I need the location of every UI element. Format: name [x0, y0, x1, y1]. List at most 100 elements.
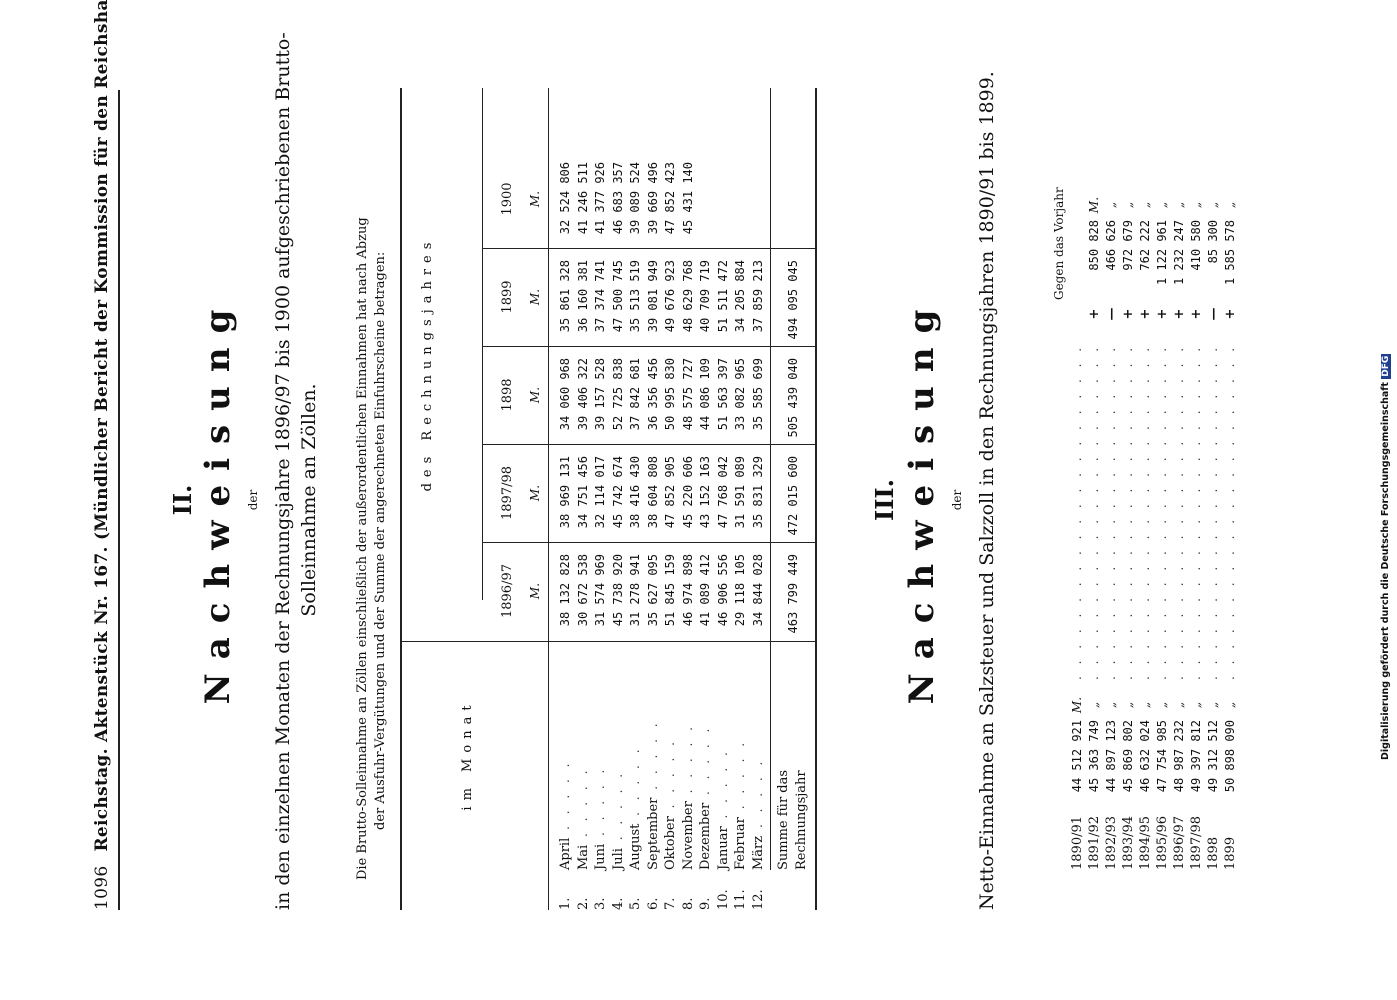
s3-change-5: 1 122 961: [1155, 220, 1169, 286]
unit-4: M.: [528, 190, 542, 208]
total-label-1: Summe für das: [776, 769, 791, 870]
cell-2-2: 39 157 528: [593, 358, 607, 431]
total-rule: [770, 88, 771, 870]
row-month-4: August . . . . .: [628, 650, 643, 870]
s3-dots-6: . . . . . . . . . . . . . . . . . . . . …: [1172, 340, 1186, 680]
month-name: Juli: [610, 848, 626, 870]
s3-dots-3: . . . . . . . . . . . . . . . . . . . . …: [1121, 340, 1135, 680]
cell-10-1: 31 591 089: [733, 456, 747, 529]
leader-dots: . . . . .: [628, 745, 642, 824]
s3-change-unit-4: „: [1138, 201, 1152, 209]
section2-intro-line1: Die Brutto-Solleinnahme an Zöllen einsch…: [355, 217, 370, 880]
year-header-0: 1896/97: [500, 564, 515, 619]
section2-subtitle-line1: in den einzelnen Monaten der Rechnungsja…: [272, 32, 294, 910]
year-col-rule-1: [482, 542, 815, 543]
cell-11-1: 35 831 329: [750, 456, 765, 529]
unit-0: M.: [528, 582, 542, 600]
s3-year-4: 1894/95: [1138, 815, 1153, 870]
cell-2-0: 31 574 969: [593, 554, 607, 627]
cell-3-3: 47 500 745: [610, 260, 625, 333]
year-header-1: 1897/98: [500, 466, 515, 521]
s3-value-6: 48 987 232: [1172, 720, 1186, 793]
s3-change-unit-8: „: [1206, 201, 1220, 209]
cell-6-4: 47 852 423: [663, 162, 677, 235]
s3-unit-0: M.: [1070, 696, 1084, 714]
s3-year-5: 1895/96: [1155, 815, 1170, 870]
row-index-3: 4.: [610, 897, 626, 910]
s3-unit-4: „: [1138, 701, 1152, 709]
row-index-5: 6.: [645, 897, 661, 910]
s3-dots-1: . . . . . . . . . . . . . . . . . . . . …: [1087, 340, 1101, 680]
s3-unit-1: „: [1087, 701, 1101, 709]
total-0: 463 799 449: [786, 554, 800, 634]
leader-dots: . . . . .: [593, 765, 607, 844]
s3-change-unit-5: „: [1155, 201, 1169, 209]
s3-value-7: 49 397 812: [1189, 720, 1203, 793]
row-index-6: 7.: [663, 897, 678, 910]
s3-change-unit-1: M.: [1087, 196, 1101, 214]
s3-year-2: 1892/93: [1104, 815, 1119, 870]
s3-value-0: 44 512 921: [1070, 720, 1084, 793]
leader-dots: . . . . .: [575, 766, 590, 845]
group-header: des Rechnungsjahres: [420, 236, 435, 492]
cell-4-1: 38 416 430: [628, 456, 642, 529]
leader-dots: . . . . .: [558, 759, 572, 838]
page-number: 1096: [92, 865, 112, 910]
section2-subtitle-line2: Solleinnahme an Zöllen.: [298, 383, 320, 617]
s3-year-3: 1893/94: [1121, 815, 1136, 870]
unit-3: M.: [528, 288, 542, 306]
s3-sign-3: +: [1121, 308, 1136, 320]
cell-6-0: 51 845 159: [663, 554, 677, 627]
s3-unit-5: „: [1155, 701, 1169, 709]
cell-9-2: 51 563 397: [715, 358, 730, 431]
section3-subtitle: Netto-Einnahme an Salzsteuer und Salzzol…: [976, 71, 998, 910]
s3-sign-9: +: [1223, 308, 1238, 320]
leader-dots: . . . . .: [733, 738, 747, 818]
s3-sign-8: —: [1206, 307, 1221, 321]
cell-6-3: 49 676 923: [663, 260, 677, 333]
s3-sign-2: —: [1104, 307, 1119, 321]
cell-10-0: 29 118 105: [733, 554, 747, 627]
leader-dots: . . . . .: [698, 724, 712, 803]
cell-6-1: 47 852 905: [663, 456, 677, 529]
s3-value-1: 45 363 749: [1087, 720, 1101, 793]
leader-dots: . . . . .: [680, 723, 695, 802]
year-header-3: 1899: [500, 280, 515, 314]
row-month-11: März . . . . .: [751, 650, 766, 870]
s3-change-unit-2: „: [1104, 201, 1118, 209]
cell-7-4: 45 431 140: [680, 162, 695, 235]
cell-11-3: 37 859 213: [750, 260, 765, 333]
row-month-7: November . . . . .: [681, 650, 696, 870]
cell-2-1: 32 114 017: [593, 456, 607, 529]
s3-dots-5: . . . . . . . . . . . . . . . . . . . . …: [1155, 340, 1169, 680]
s3-year-7: 1897/98: [1189, 815, 1204, 870]
cell-11-2: 35 585 699: [750, 358, 765, 431]
header-rule: [118, 90, 120, 910]
month-name: November: [680, 801, 696, 870]
cell-3-1: 45 742 674: [610, 456, 625, 529]
leader-dots: . . . . .: [610, 769, 625, 849]
cell-5-2: 36 356 456: [645, 358, 660, 431]
s3-sign-5: +: [1155, 308, 1170, 320]
s3-sign-1: +: [1087, 308, 1102, 320]
row-index-9: 10.: [715, 889, 731, 910]
cell-8-0: 41 089 412: [698, 554, 712, 627]
cell-11-0: 34 844 028: [750, 554, 765, 627]
cell-8-1: 43 152 163: [698, 456, 712, 529]
month-name: Mai: [575, 844, 591, 870]
section3-change-header: Gegen das Vorjahr: [1052, 187, 1066, 300]
s3-change-9: 1 585 578: [1223, 220, 1237, 286]
cell-4-0: 31 278 941: [628, 554, 642, 627]
s3-sign-4: +: [1138, 308, 1153, 320]
row-index-7: 8.: [680, 897, 696, 910]
cell-1-3: 36 160 381: [575, 260, 590, 333]
leader-dots: . . . . .: [715, 748, 730, 827]
cell-1-1: 34 751 456: [575, 456, 590, 529]
s3-unit-7: „: [1189, 701, 1203, 709]
s3-unit-9: „: [1223, 701, 1237, 709]
cell-8-2: 44 086 109: [698, 358, 712, 431]
s3-dots-2: . . . . . . . . . . . . . . . . . . . . …: [1104, 340, 1118, 680]
total-2: 505 439 040: [786, 358, 800, 438]
table-bottom-rule: [815, 88, 817, 910]
